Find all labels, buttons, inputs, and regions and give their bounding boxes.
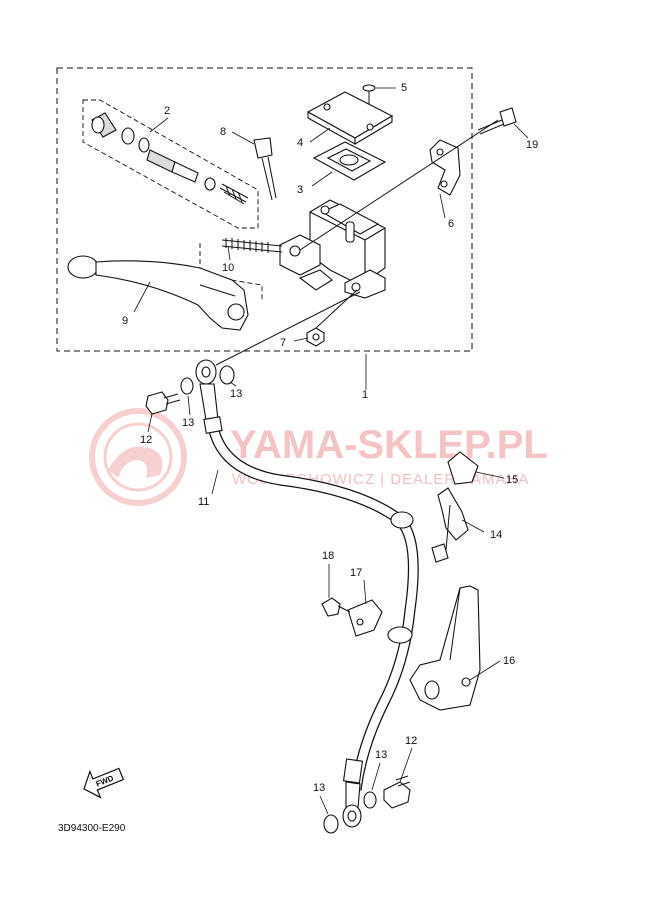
hose-guide bbox=[431, 451, 479, 563]
watermark: YAMA-SKLEP.PL WOJCIECHOWICZ | DEALER YAM… bbox=[89, 408, 548, 506]
banjo-bolt-12-lower bbox=[383, 775, 411, 809]
callout-15: 15 bbox=[506, 474, 518, 486]
handlebar-clamp bbox=[429, 139, 461, 196]
lever-nut bbox=[306, 289, 358, 347]
callout-6: 6 bbox=[448, 218, 454, 230]
callout-13-upper-right: 13 bbox=[230, 388, 242, 400]
callout-16: 16 bbox=[503, 655, 515, 667]
callout-3: 3 bbox=[297, 184, 303, 196]
callout-5: 5 bbox=[401, 82, 407, 94]
callout-10: 10 bbox=[222, 262, 234, 274]
diaphragm bbox=[312, 141, 387, 181]
callout-13-upper-left: 13 bbox=[182, 417, 194, 429]
callout-8: 8 bbox=[220, 126, 226, 138]
leader-lines bbox=[133, 87, 529, 815]
callout-9: 9 bbox=[122, 315, 128, 327]
lower-banjo bbox=[342, 781, 362, 828]
washer-lower-left bbox=[323, 814, 339, 834]
lever-bracket-box bbox=[199, 243, 263, 300]
assembly-box bbox=[56, 67, 473, 352]
callout-12-upper: 12 bbox=[140, 434, 152, 446]
banjo-bolt-upper bbox=[253, 137, 277, 201]
washer-upper-left bbox=[180, 377, 194, 395]
lever-spring bbox=[221, 238, 283, 253]
callout-18: 18 bbox=[322, 550, 334, 562]
watermark-brand: YAMA-SKLEP.PL bbox=[230, 423, 548, 467]
callout-4: 4 bbox=[297, 137, 303, 149]
hose-bracket bbox=[409, 585, 481, 711]
piston-kit bbox=[91, 112, 249, 205]
brake-hose bbox=[203, 416, 419, 791]
callout-19: 19 bbox=[526, 139, 538, 151]
watermark-logo-icon bbox=[89, 408, 187, 506]
callout-13-lower-mid: 13 bbox=[375, 749, 387, 761]
clamp-bolt-18 bbox=[321, 597, 351, 617]
callout-11: 11 bbox=[198, 496, 209, 508]
banjo-bolt-12-upper bbox=[145, 391, 181, 415]
upper-banjo bbox=[195, 291, 361, 421]
hose-clamp bbox=[347, 599, 383, 637]
brake-lever bbox=[67, 255, 249, 331]
callout-17: 17 bbox=[350, 567, 362, 579]
callout-12-lower: 12 bbox=[405, 735, 417, 747]
callout-2: 2 bbox=[164, 105, 170, 117]
callout-1: 1 bbox=[362, 389, 368, 401]
fwd-arrow-icon: FWD bbox=[83, 767, 125, 799]
master-cylinder-body bbox=[279, 199, 386, 299]
washer-lower-right bbox=[363, 791, 377, 809]
piston-kit-box bbox=[82, 99, 259, 229]
cap-screw bbox=[362, 84, 376, 104]
drawing-code: 3D94300-E290 bbox=[58, 823, 126, 834]
callout-13-lower-left: 13 bbox=[313, 782, 325, 794]
callout-14: 14 bbox=[490, 529, 502, 541]
washer-upper-right bbox=[219, 365, 235, 385]
callouts: 1 2 3 4 5 6 7 8 9 10 11 12 12 13 13 13 1… bbox=[122, 82, 538, 794]
callout-7: 7 bbox=[280, 337, 286, 349]
reservoir-cap bbox=[306, 91, 394, 145]
clamp-bolt bbox=[299, 107, 517, 251]
